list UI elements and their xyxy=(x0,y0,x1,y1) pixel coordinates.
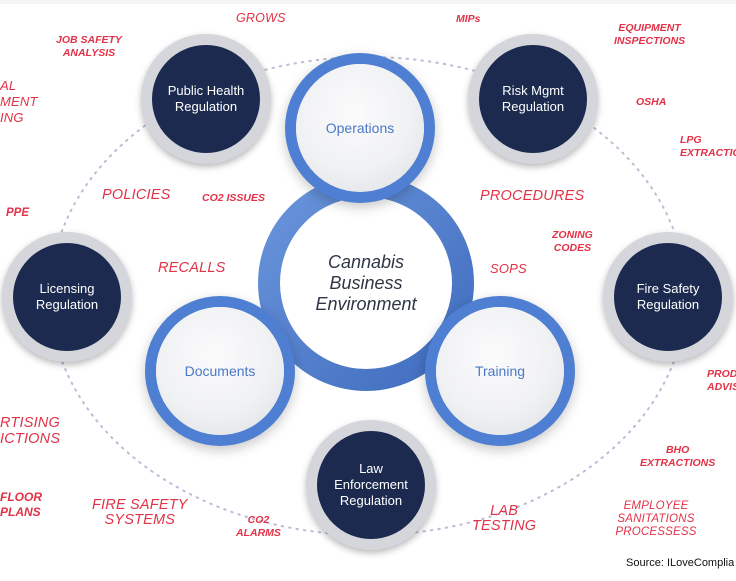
topic-lpg-extraction: LPG EXTRACTIO xyxy=(680,134,736,159)
operations-label: Operations xyxy=(325,120,395,136)
risk-mgmt-regulation-label: Risk Mgmt Regulation xyxy=(501,83,565,114)
operations-node: Operations xyxy=(296,64,424,192)
documents-node: Documents xyxy=(156,307,284,435)
licensing-regulation-label: Licensing Regulation xyxy=(35,281,99,312)
topic-osha: OSHA xyxy=(636,96,667,108)
source-credit: Source: ILoveComplia xyxy=(626,557,735,569)
risk-mgmt-regulation-node: Risk Mgmt Regulation xyxy=(468,34,598,164)
topic-zoning-codes: ZONING CODES xyxy=(552,229,593,254)
training-label: Training xyxy=(474,363,526,379)
topic-policies: POLICIES xyxy=(102,187,171,203)
topic-fire-safety-systems: FIRE SAFETY SYSTEMS xyxy=(92,497,188,529)
topic-advertising-restrictions: RTISING ICTIONS xyxy=(0,415,61,447)
public-health-regulation-label: Public Health Regulation xyxy=(167,83,245,114)
topic-employee-sanitations: EMPLOYEE SANITATIONS PROCESSESS xyxy=(615,500,697,538)
topic-product-advisories: PROD ADVIS xyxy=(707,368,736,393)
topic-ppe: PPE xyxy=(6,207,30,219)
fire-safety-regulation-label: Fire Safety Regulation xyxy=(636,281,700,312)
topic-procedures: PROCEDURES xyxy=(480,188,585,204)
law-enforcement-regulation-label: Law Enforcement Regulation xyxy=(334,461,408,508)
topic-environmental-management-training: AL MENT ING xyxy=(0,78,38,125)
topic-recalls: RECALLS xyxy=(158,260,226,276)
topic-mips: MIPs xyxy=(456,13,481,25)
public-health-regulation-node: Public Health Regulation xyxy=(141,34,271,164)
center-hub: Cannabis Business Environment xyxy=(286,203,446,363)
top-rule xyxy=(0,0,736,4)
topic-bho-extractions: BHO EXTRACTIONS xyxy=(640,444,716,469)
law-enforcement-regulation-node: Law Enforcement Regulation xyxy=(306,420,436,550)
topic-co2-alarms: CO2 ALARMS xyxy=(236,514,281,539)
topic-grows: GROWS xyxy=(236,11,286,25)
topic-co2-issues: CO2 ISSUES xyxy=(202,192,266,204)
topic-lab-testing: LAB TESTING xyxy=(472,503,537,535)
training-node: Training xyxy=(436,307,564,435)
topic-job-safety-analysis: JOB SAFETY ANALYSIS xyxy=(56,34,122,59)
topic-floor-plans: FLOOR PLANS xyxy=(0,490,42,519)
licensing-regulation-node: Licensing Regulation xyxy=(2,232,132,362)
documents-label: Documents xyxy=(184,363,256,379)
topic-sops: SOPS xyxy=(490,261,527,276)
center-label: Cannabis Business Environment xyxy=(315,251,417,314)
topic-equipment-inspections: EQUIPMENT INSPECTIONS xyxy=(614,22,686,47)
fire-safety-regulation-node: Fire Safety Regulation xyxy=(603,232,733,362)
